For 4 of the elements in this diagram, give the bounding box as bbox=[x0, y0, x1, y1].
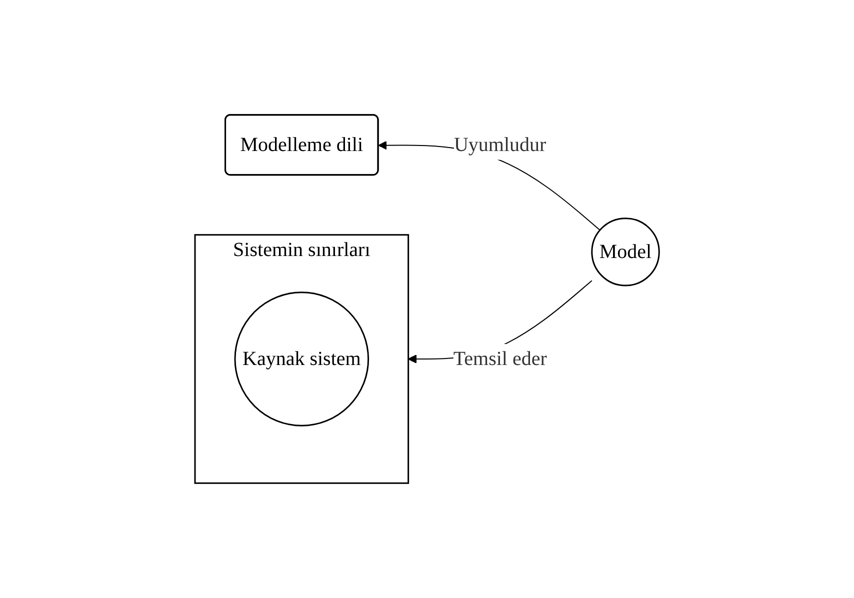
edge-label: Uyumludur bbox=[454, 134, 546, 156]
node-circle: Kaynak sistem bbox=[234, 292, 369, 426]
node-circle: Model bbox=[591, 218, 660, 286]
edge-label: Temsil eder bbox=[453, 348, 547, 370]
